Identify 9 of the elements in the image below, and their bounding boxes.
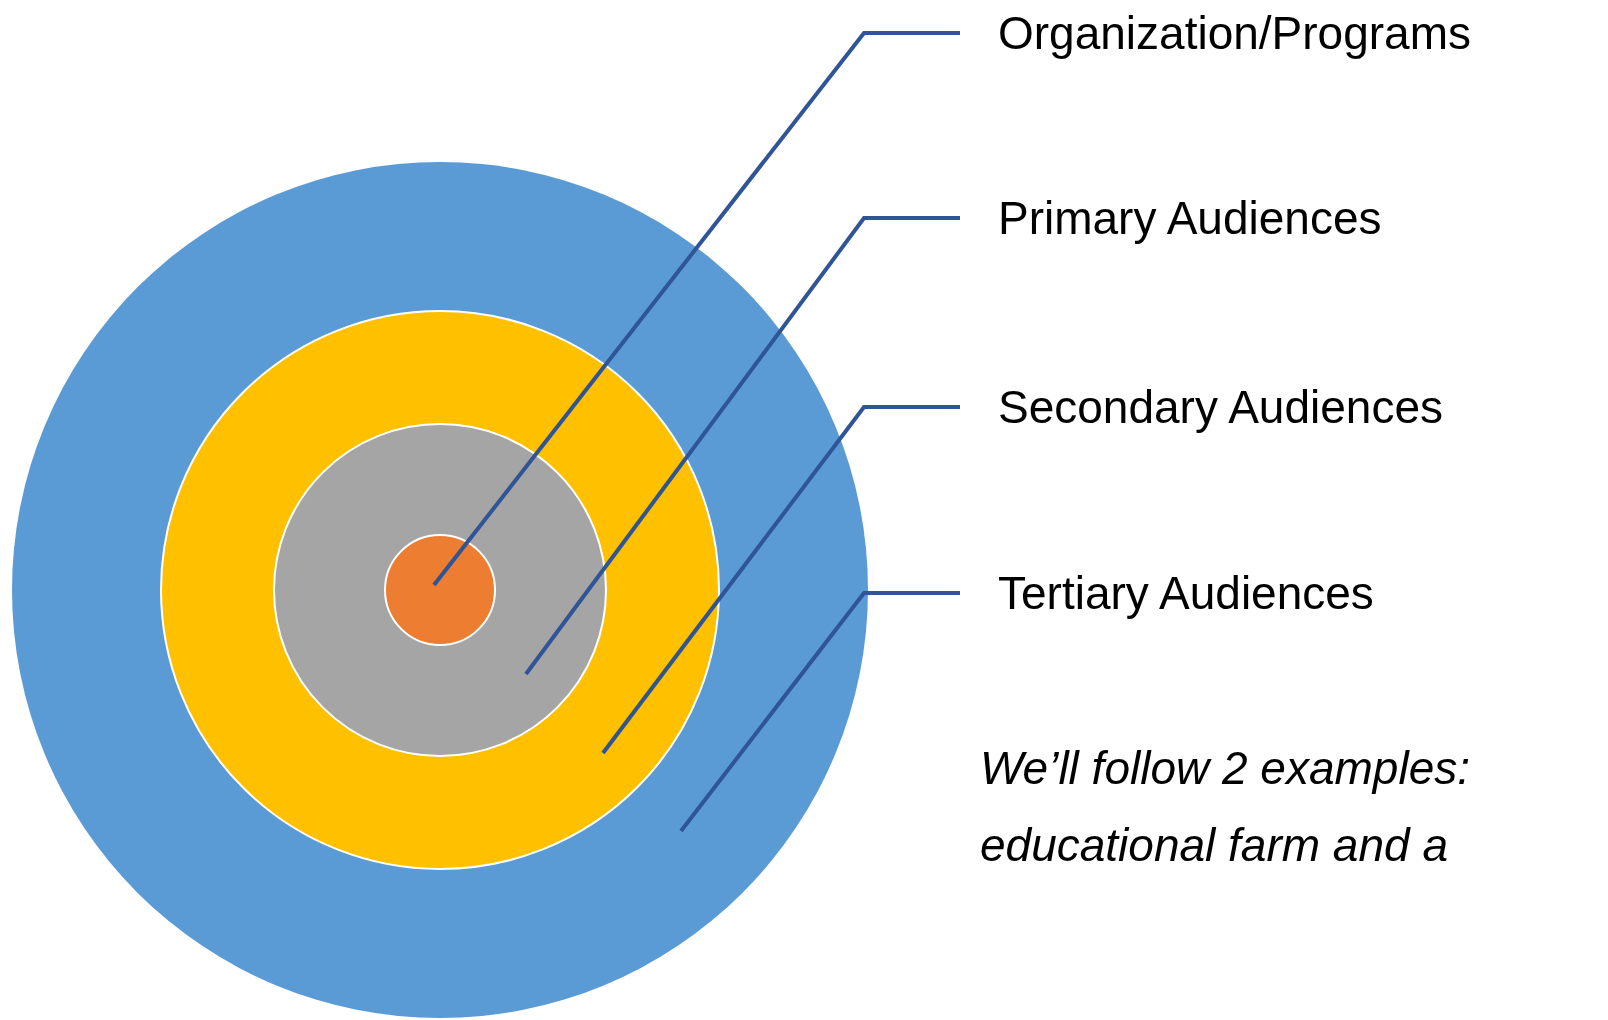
leader-line xyxy=(679,591,960,833)
leader-line xyxy=(524,216,960,676)
leader-line xyxy=(432,31,960,587)
ring-label: Primary Audiences xyxy=(960,188,1382,248)
ring-label: Secondary Audiences xyxy=(960,377,1443,437)
note-text: We’ll follow 2 examples: educational farm and a xyxy=(980,741,1471,873)
leader-line xyxy=(601,405,960,755)
ring-label: Tertiary Audiences xyxy=(960,563,1374,623)
ring-label: Organization/Programs xyxy=(960,3,1471,63)
